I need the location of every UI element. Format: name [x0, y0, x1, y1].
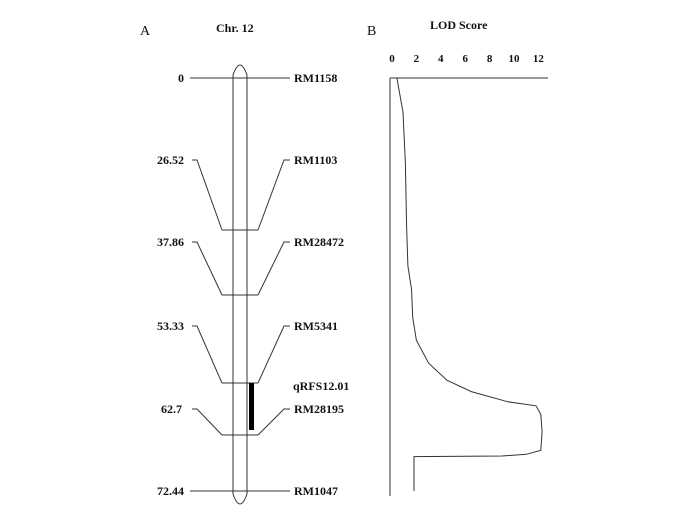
marker-name: RM28195 [294, 402, 344, 416]
lod-tick-label: 10 [509, 53, 521, 65]
marker-name: RM28472 [294, 235, 344, 249]
position-label: 26.52 [157, 153, 184, 167]
lod-tick-labels: 0 2 4 6 8 10 12 [389, 53, 544, 65]
lod-score-title: LOD Score [430, 18, 488, 32]
position-label: 62.7 [161, 402, 182, 416]
lod-tick-label: 0 [389, 53, 395, 65]
lod-curve [396, 77, 543, 491]
position-label: 53.33 [157, 319, 184, 333]
qtl-name: qRFS12.01 [293, 379, 349, 393]
lod-tick-label: 6 [462, 53, 468, 65]
panel-b-label: B [367, 24, 376, 39]
connector-left-26-52 [192, 159, 223, 231]
position-label: 0 [178, 71, 184, 85]
position-label: 72.44 [157, 484, 184, 498]
connector-right-rm1103 [257, 159, 290, 231]
chromosome-title: Chr. 12 [216, 21, 254, 35]
marker-name: RM1158 [294, 71, 337, 85]
lod-tick-label: 4 [438, 53, 444, 65]
panel-a-label: A [140, 24, 151, 39]
qtl-interval-bar [249, 383, 254, 430]
connector-right-rm28472 [257, 241, 290, 296]
connector-left-37-86 [192, 241, 223, 296]
lod-tick-label: 2 [414, 53, 420, 65]
lod-tick-label: 12 [533, 53, 545, 65]
marker-name: RM1047 [294, 484, 338, 498]
connector-right-rm5341 [257, 325, 290, 384]
connector-left-62-7 [192, 408, 223, 436]
connector-left-53-33 [192, 325, 223, 384]
marker-name: RM1103 [294, 153, 337, 167]
connector-right-rm28195 [257, 408, 290, 436]
chromosome-bar [232, 64, 248, 505]
lod-tick-label: 8 [487, 53, 493, 65]
position-label: 37.86 [157, 235, 184, 249]
marker-name: RM5341 [294, 319, 338, 333]
